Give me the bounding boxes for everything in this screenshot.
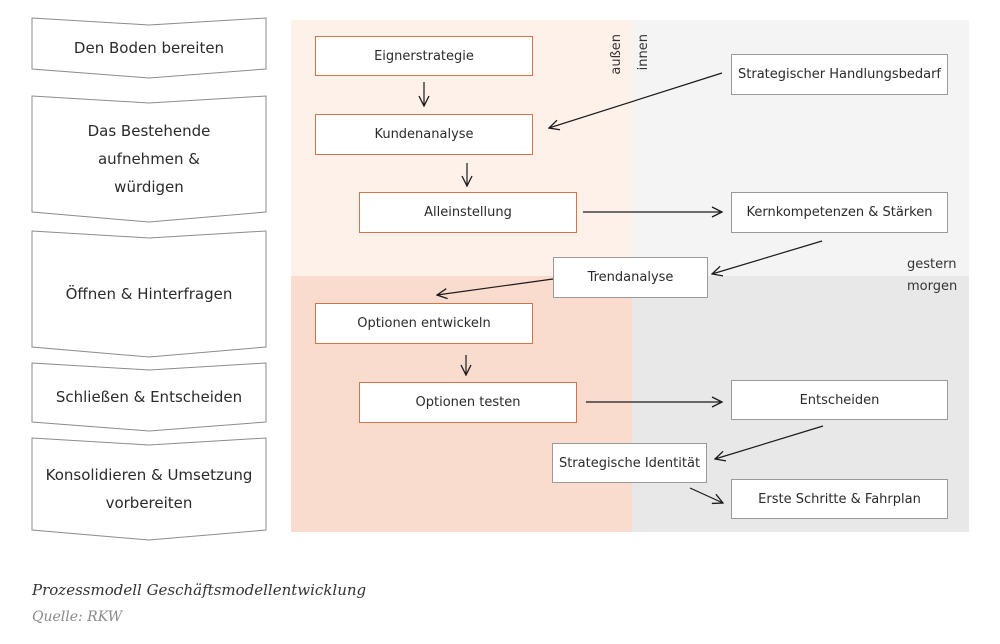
box-trendanalyse: Trendanalyse [553,257,708,298]
box-optionen-entwickeln: Optionen entwickeln [315,303,533,344]
caption-source: Quelle: RKW [32,609,123,625]
box-erste-schritte: Erste Schritte & Fahrplan [731,479,948,519]
arrow-handlungsbedarf-kunden [549,72,723,128]
caption-title: Prozessmodell Geschäftsmodellentwicklung [32,581,367,599]
phase-4: Schließen & Entscheiden [31,362,267,432]
box-handlungsbedarf: Strategischer Handlungsbedarf [731,54,948,95]
phase-5-label: Konsolidieren & Umsetzung vorbereiten [45,466,253,512]
box-kundenanalyse: Kundenanalyse [315,114,533,155]
box-eignerstrategie: Eignerstrategie [315,36,533,76]
arrow-trend-optionen [437,278,554,295]
phase-1-label: Den Boden bereiten [73,39,225,57]
phase-2-label: Das Bestehende aufnehmen & würdigen [87,122,211,196]
box-optionen-testen: Optionen testen [359,382,577,423]
phase-3-shape [31,230,267,358]
box-strategische-identitaet: Strategische Identität [552,443,707,483]
phase-5-shape [31,437,267,541]
arrow-identitaet-erste-schritte [689,487,723,503]
phase-1: Den Boden bereiten [31,17,267,79]
box-entscheiden: Entscheiden [731,380,948,420]
box-kernkompetenzen: Kernkompetenzen & Stärken [731,192,948,233]
phase-5: Konsolidieren & Umsetzung vorbereiten [31,437,267,541]
phase-4-shape [31,362,267,432]
phase-1-shape [31,17,267,79]
phase-2: Das Bestehende aufnehmen & würdigen [31,95,267,223]
label-morgen: morgen [907,279,958,294]
phase-3: Öffnen & Hinterfragen [31,230,267,358]
phase-3-label: Öffnen & Hinterfragen [65,285,233,303]
arrow-kernkompetenzen-trend [712,240,823,274]
label-gestern: gestern [907,257,957,272]
phase-2-shape [31,95,267,223]
box-alleinstellung: Alleinstellung [359,192,577,233]
arrow-entscheiden-identitaet [715,425,824,459]
phase-4-label: Schließen & Entscheiden [55,388,243,406]
